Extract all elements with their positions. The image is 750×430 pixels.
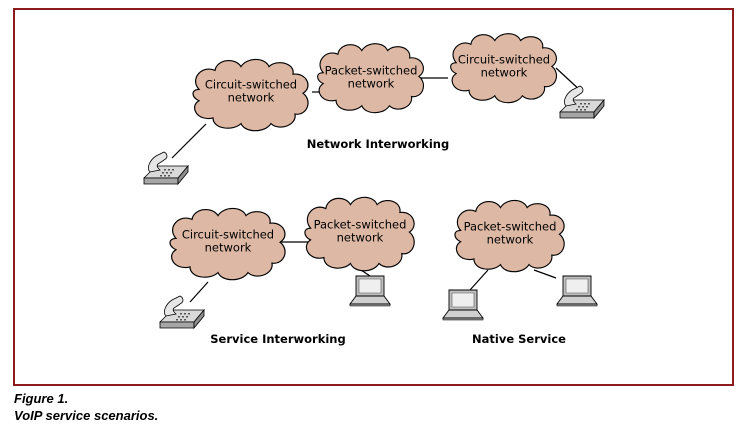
figure-frame: [13, 8, 734, 386]
scenario-label-service-interworking: Service Interworking: [210, 332, 345, 346]
laptop-icon: [556, 275, 598, 307]
laptop-icon: [349, 275, 391, 307]
laptop-icon: [442, 289, 484, 321]
link-line: [469, 269, 489, 291]
scenario-label-native-service: Native Service: [472, 332, 566, 346]
figure-title: VoIP service scenarios.: [14, 408, 159, 423]
scenario-label-network-interworking: Network Interworking: [307, 137, 449, 151]
telephone-icon: [143, 151, 189, 185]
telephone-icon: [159, 295, 205, 329]
telephone-icon: [559, 85, 605, 119]
link-line: [189, 281, 209, 303]
link-line: [533, 269, 557, 279]
figure-number: Figure 1.: [14, 391, 69, 406]
link-line: [171, 123, 207, 159]
